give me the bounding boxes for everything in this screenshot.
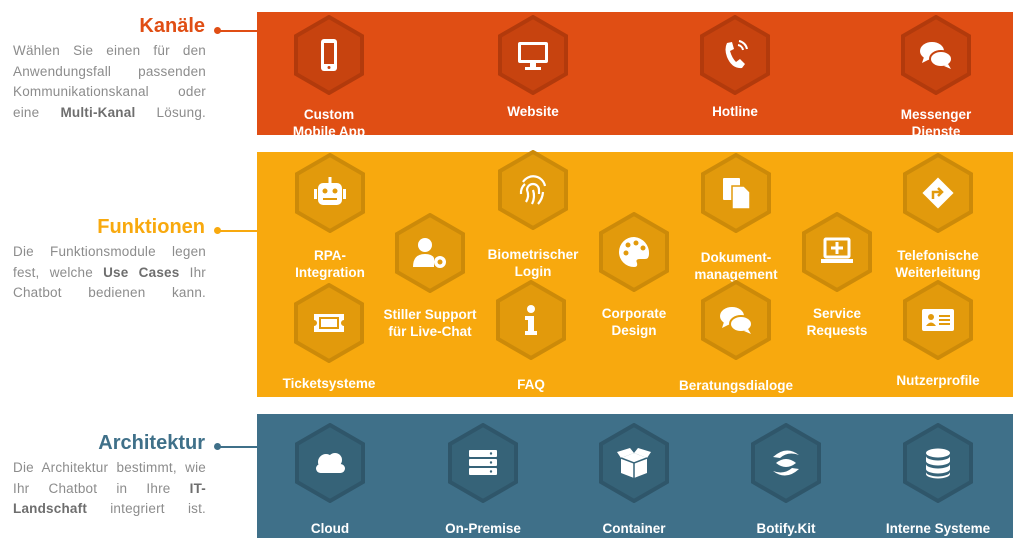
monitor-icon (518, 42, 548, 70)
item-label: Beratungsdialoge (678, 378, 794, 393)
robot-icon (314, 177, 346, 205)
fingerprint-icon (519, 175, 547, 205)
hexagon-badge (902, 280, 974, 360)
hexagon-badge (294, 423, 366, 503)
ticket-icon (314, 314, 344, 332)
hexagon-badge (598, 212, 670, 292)
user-gear-icon (413, 238, 446, 268)
connector-line (218, 30, 257, 32)
mobile-icon (321, 39, 337, 71)
section-desc-architektur: Die Architektur bestimmt, wie Ihr Chatbo… (13, 460, 206, 516)
connector-dot (214, 227, 221, 234)
kanaele-panel (257, 12, 1013, 135)
section-title-architektur: Architektur (98, 432, 205, 454)
hexagon-badge (293, 15, 365, 95)
server-icon (469, 450, 497, 475)
palette-icon (619, 237, 650, 267)
item-label: Interne Systeme (885, 521, 991, 536)
hexagon-badge (902, 153, 974, 233)
section-title-kanaele: Kanäle (139, 15, 205, 37)
documents-icon (723, 178, 751, 210)
database-icon (926, 448, 950, 479)
section-desc-kanaele: Wählen Sie einen für den Anwendungsfall … (13, 43, 206, 120)
laptop-plus-icon (821, 237, 853, 263)
item-label: Website (507, 104, 559, 119)
hexagon-badge (497, 150, 569, 230)
hexagon-badge (700, 153, 772, 233)
hexagon-badge (394, 213, 466, 293)
section-title-funktionen: Funktionen (97, 216, 205, 238)
connector-dot (214, 27, 221, 34)
item-label: Nutzerprofile (896, 373, 980, 388)
hexagon-badge (447, 423, 519, 503)
chat-icon (920, 42, 953, 69)
hexagon-badge (699, 15, 771, 95)
botify-logo-icon (773, 450, 799, 476)
hexagon-badge (700, 280, 772, 360)
box-icon (617, 448, 651, 478)
connector-dot (214, 443, 221, 450)
item-label: On-Premise (445, 521, 521, 536)
item-label: Hotline (712, 104, 758, 119)
item-label: Dokument-management (694, 250, 778, 282)
hexagon-badge (495, 280, 567, 360)
connector-line (218, 230, 257, 232)
item-label: Ticketsysteme (282, 376, 376, 391)
phone-icon (725, 40, 748, 69)
chat-icon (720, 307, 753, 334)
cloud-icon (316, 453, 345, 473)
item-label: Botify.Kit (756, 521, 816, 536)
hexagon-badge (497, 15, 569, 95)
hexagon-badge (598, 423, 670, 503)
id-card-icon (922, 309, 954, 331)
item-label: FAQ (517, 377, 545, 392)
item-label: RPA-Integration (295, 248, 365, 280)
item-label: Cloud (310, 521, 350, 536)
hexagon-badge (801, 212, 873, 292)
hexagon-badge (900, 15, 972, 95)
hexagon-badge (294, 153, 366, 233)
item-label: Container (602, 521, 666, 536)
route-icon (922, 177, 954, 209)
connector-line (218, 446, 257, 448)
hexagon-badge (902, 423, 974, 503)
hexagon-badge (293, 283, 365, 363)
hexagon-badge (750, 423, 822, 503)
info-icon (525, 305, 537, 335)
section-desc-funktionen: Die Funktionsmodule legen fest, welche U… (13, 244, 206, 300)
